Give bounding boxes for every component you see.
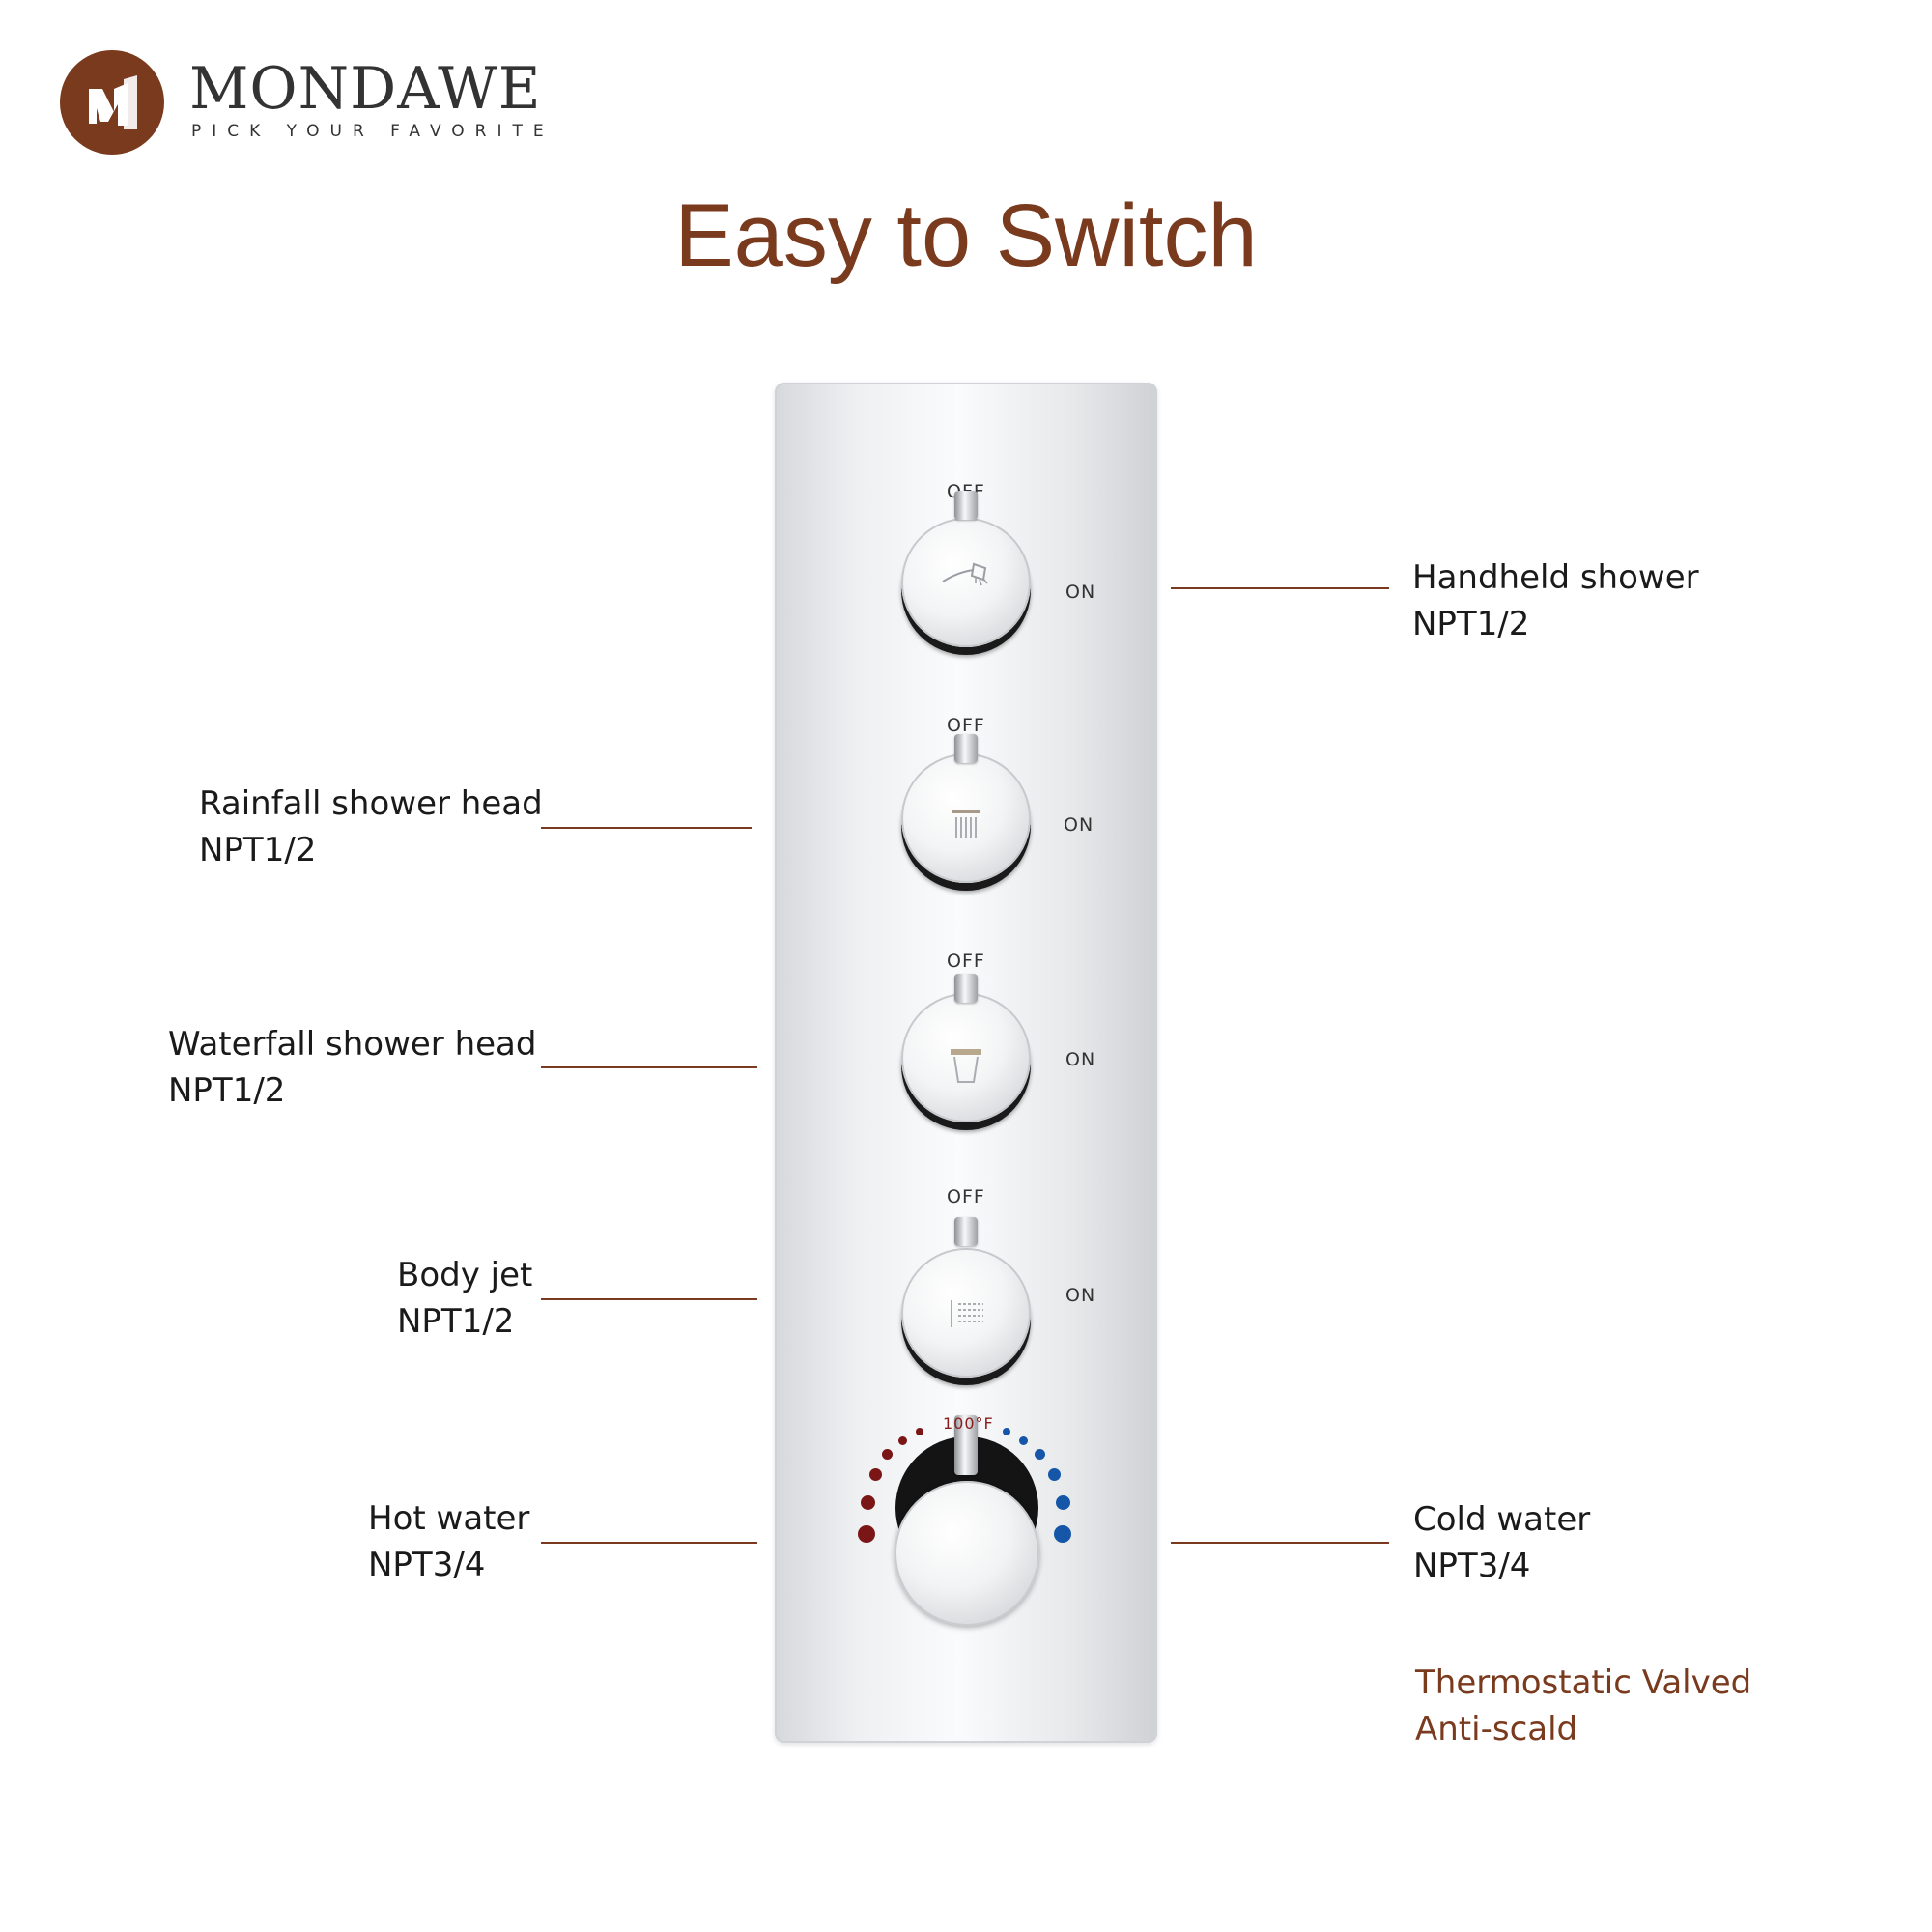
hot-indicator-dot (858, 1525, 875, 1543)
brand-logo-mark (60, 50, 164, 155)
knob-stem (954, 1217, 978, 1246)
callout-handheld: Handheld shower NPT1/2 (1412, 554, 1699, 647)
callout-waterfall-spec: NPT1/2 (168, 1071, 286, 1110)
callout-rainfall-name: Rainfall shower head (199, 784, 543, 823)
on-label: ON (1065, 582, 1096, 603)
off-label: OFF (947, 1186, 985, 1208)
feature-note: Thermostatic Valved Anti-scald (1415, 1660, 1751, 1752)
brand-tagline: PICK YOUR FAVORITE (191, 122, 554, 141)
temperature-label: 100°F (943, 1414, 994, 1433)
callout-line-handheld (1171, 587, 1389, 589)
thermostat-knob[interactable] (895, 1481, 1039, 1626)
cold-indicator-dot (1054, 1525, 1071, 1543)
logo-monogram-icon (89, 75, 137, 129)
callout-handheld-name: Handheld shower (1412, 558, 1699, 597)
callout-body-jet-spec: NPT1/2 (397, 1302, 515, 1341)
hot-indicator-dot (869, 1468, 882, 1481)
callout-line-body-jet (541, 1298, 757, 1300)
on-label: ON (1064, 814, 1094, 836)
hot-indicator-dot (882, 1449, 893, 1460)
body-jet-knob[interactable] (901, 1248, 1031, 1378)
callout-body-jet: Body jet NPT1/2 (397, 1252, 532, 1345)
callout-waterfall-name: Waterfall shower head (168, 1025, 537, 1064)
callout-waterfall: Waterfall shower head NPT1/2 (168, 1021, 536, 1114)
page-title: Easy to Switch (674, 186, 1258, 285)
callout-line-hot-water (541, 1542, 757, 1544)
cold-indicator-dot (1048, 1468, 1061, 1481)
callout-line-rainfall (541, 827, 752, 829)
thermostat-stem (954, 1415, 978, 1475)
knob-stem (954, 491, 978, 520)
feature-note-line1: Thermostatic Valved (1415, 1663, 1752, 1702)
callout-hot-water-spec: NPT3/4 (368, 1546, 486, 1584)
callout-handheld-spec: NPT1/2 (1412, 605, 1530, 643)
off-label: OFF (947, 951, 985, 972)
body-jet-icon (951, 1300, 983, 1327)
callout-line-cold-water (1171, 1542, 1389, 1544)
cold-indicator-dot (1003, 1428, 1010, 1435)
cold-indicator-dot (1035, 1449, 1045, 1460)
on-label: ON (1065, 1049, 1096, 1070)
callout-cold-water-spec: NPT3/4 (1413, 1547, 1531, 1585)
rainfall-shower-icon (952, 810, 980, 838)
hot-indicator-dot (861, 1495, 875, 1510)
feature-note-line2: Anti-scald (1415, 1710, 1578, 1748)
waterfall-shower-knob[interactable] (901, 993, 1031, 1122)
off-label: OFF (947, 715, 985, 736)
cold-indicator-dot (1056, 1495, 1070, 1510)
handheld-shower-knob[interactable] (901, 518, 1031, 647)
cold-indicator-dot (1019, 1436, 1028, 1445)
callout-cold-water: Cold water NPT3/4 (1413, 1496, 1590, 1589)
on-label: ON (1065, 1285, 1096, 1306)
callout-hot-water: Hot water NPT3/4 (368, 1495, 529, 1588)
brand-name: MONDAWE (189, 55, 542, 123)
callout-body-jet-name: Body jet (397, 1256, 533, 1294)
hot-indicator-dot (916, 1428, 923, 1435)
callout-hot-water-name: Hot water (368, 1499, 530, 1538)
hot-indicator-dot (898, 1436, 907, 1445)
callout-rainfall-spec: NPT1/2 (199, 831, 317, 869)
callout-rainfall: Rainfall shower head NPT1/2 (199, 781, 543, 873)
knob-stem (954, 734, 978, 763)
knob-stem (954, 974, 978, 1003)
callout-line-waterfall (541, 1066, 757, 1068)
callout-cold-water-name: Cold water (1413, 1500, 1591, 1539)
waterfall-shower-icon (951, 1049, 981, 1083)
handheld-shower-icon (942, 562, 988, 586)
